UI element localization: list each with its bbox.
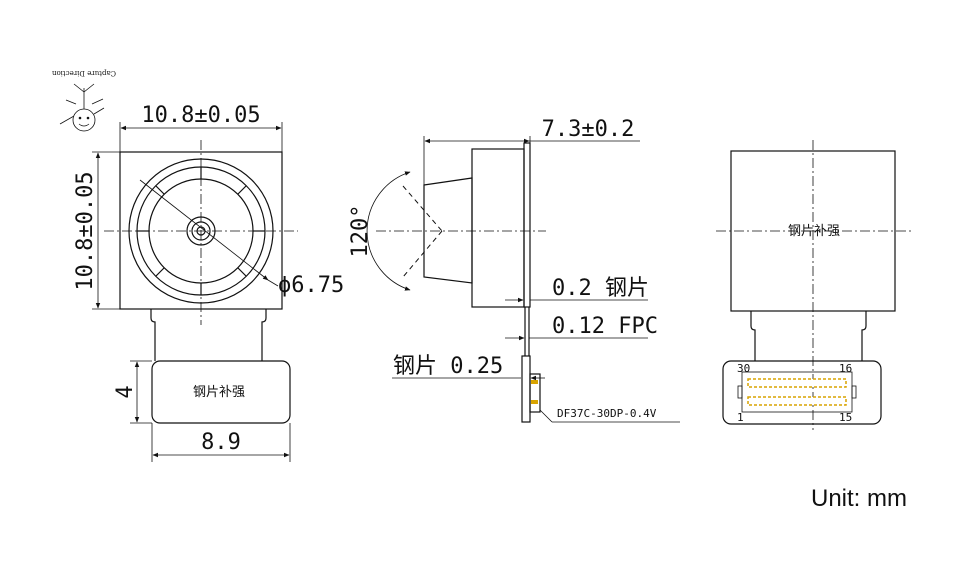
connector-part-number: DF37C-30DP-0.4V	[557, 407, 657, 420]
stiffener-front	[151, 360, 291, 424]
stiffener-back-label: 钢片补强	[788, 224, 840, 239]
stiffener-front-label: 钢片补强	[193, 385, 245, 400]
module-depth-dim: 7.3±0.2	[542, 117, 635, 142]
board-to-board-connector	[741, 371, 853, 413]
fpc-thickness: 0.12 FPC	[552, 314, 658, 339]
body-height-dim: 10.8±0.05	[73, 171, 98, 290]
pin-30-label: 30	[737, 362, 750, 375]
side-view: DF37C-30DP-0.4V 120° 7.3±0.2 0.2 钢片 0.12…	[348, 117, 680, 423]
lower-steel-thickness: 钢片 0.25	[393, 354, 503, 379]
capture-direction-icon: Capture Direction	[51, 69, 116, 132]
lens-diameter-dim: ϕ6.75	[278, 273, 344, 298]
connector-board	[722, 360, 882, 425]
field-of-view-dim: 120°	[348, 205, 373, 258]
pin-16-label: 16	[839, 362, 852, 375]
capture-direction-label: Capture Direction	[51, 69, 116, 77]
unit-label: Unit: mm	[811, 485, 907, 512]
pin-15-label: 15	[839, 411, 852, 424]
stiffener-height-dim: 4	[113, 385, 138, 398]
steel-plate-thickness: 0.2 钢片	[552, 276, 649, 301]
body-width-dim: 10.8±0.05	[141, 103, 260, 128]
stiffener-width-dim: 8.9	[201, 430, 241, 455]
pin-1-label: 1	[737, 411, 744, 424]
front-view: ϕ6.75 10.8±0.05 10.8±0.05 钢片补强 4 8.9	[73, 103, 344, 462]
back-view: 钢片补强 30 16 1 15	[716, 140, 914, 430]
